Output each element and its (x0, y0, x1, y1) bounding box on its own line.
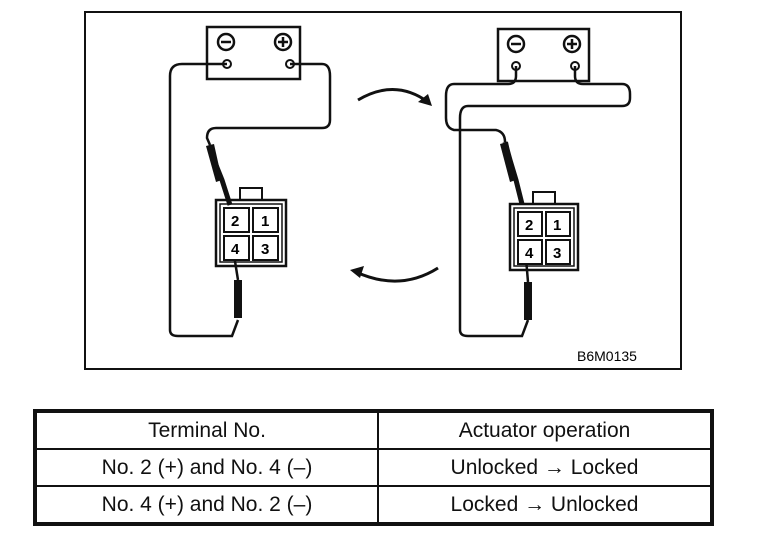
figure-code: B6M0135 (577, 348, 637, 364)
right-pin-2: 2 (525, 217, 533, 234)
left-pin-3: 3 (261, 241, 269, 258)
right-battery-negative-icon (506, 34, 526, 54)
header-actuator-operation: Actuator operation (377, 410, 713, 450)
right-pin-3: 3 (553, 245, 561, 262)
right-assembly: 2 1 4 3 (444, 27, 632, 338)
left-connector: 2 1 4 3 (214, 187, 288, 268)
right-upper-probe (500, 141, 525, 205)
right-negative-wire (444, 66, 518, 143)
terminal-operation-table: Terminal No. Actuator operation No. 2 (+… (33, 409, 714, 526)
wiring-diagram: 2 1 4 3 (84, 11, 682, 370)
right-battery (496, 27, 591, 83)
right-connector: 2 1 4 3 (508, 191, 580, 272)
row2-operation: Locked → Unlocked (377, 485, 713, 525)
right-battery-positive-icon (562, 34, 582, 54)
left-battery (205, 25, 302, 81)
left-upper-probe (206, 144, 233, 206)
cycle-arrow-bottom (350, 266, 439, 283)
row2-terminal: No. 4 (+) and No. 2 (–) (34, 485, 379, 525)
left-pin-4: 4 (231, 241, 240, 258)
header-terminal-no: Terminal No. (34, 410, 379, 450)
left-negative-wire (168, 62, 240, 338)
row1-terminal: No. 2 (+) and No. 4 (–) (34, 448, 379, 487)
cycle-arrow-top (357, 88, 432, 106)
left-lower-probe (232, 254, 242, 318)
right-lower-probe (524, 257, 532, 320)
left-pin-2: 2 (231, 213, 239, 230)
left-battery-negative-icon (216, 32, 236, 52)
right-pin-1: 1 (553, 217, 561, 234)
right-pin-4: 4 (525, 245, 534, 262)
row1-operation: Unlocked → Locked (377, 448, 713, 487)
right-positive-wire (458, 66, 632, 338)
diagram-frame (84, 11, 682, 370)
left-battery-positive-icon (273, 32, 293, 52)
table-row: No. 2 (+) and No. 4 (–) Unlocked → Locke… (34, 448, 713, 487)
table-row: No. 4 (+) and No. 2 (–) Locked → Unlocke… (34, 485, 713, 525)
left-pin-1: 1 (261, 213, 269, 230)
left-assembly: 2 1 4 3 (168, 25, 332, 338)
table-header-row: Terminal No. Actuator operation (34, 410, 713, 450)
left-positive-wire (205, 62, 332, 146)
